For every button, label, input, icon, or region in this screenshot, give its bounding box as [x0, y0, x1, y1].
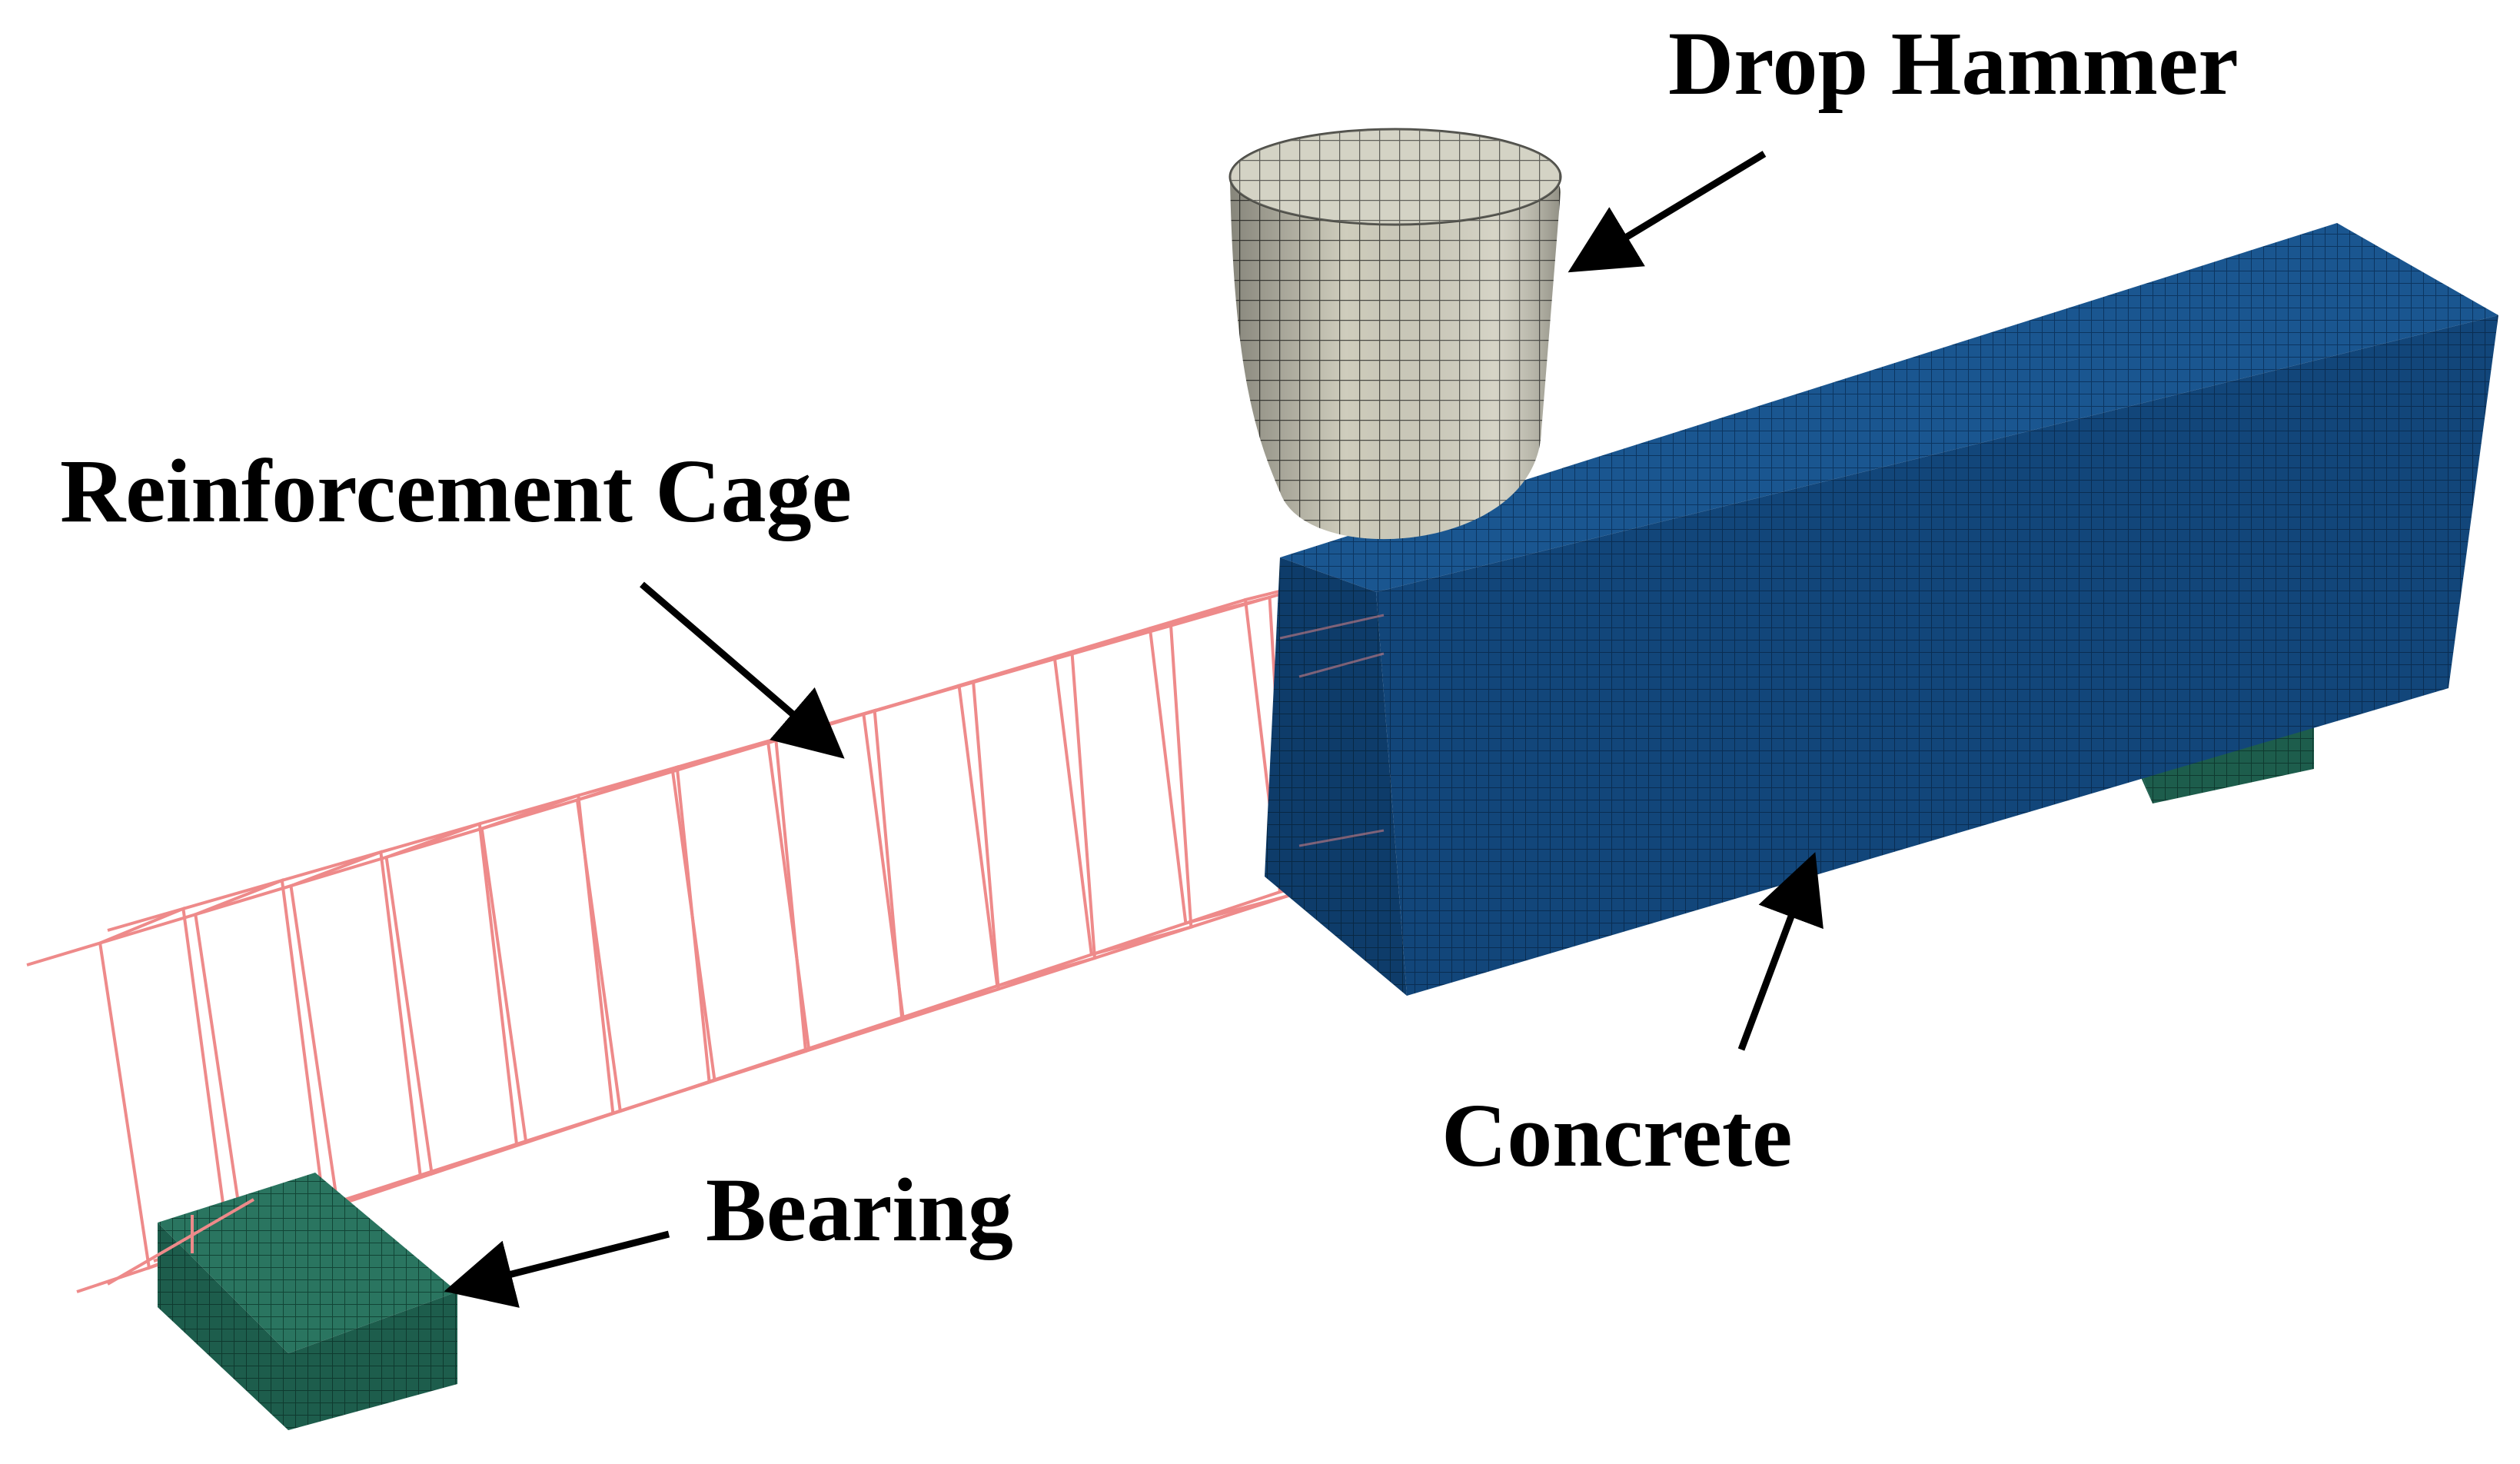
cage-stirrup: [575, 765, 711, 1113]
label-concrete: Concrete: [1441, 1085, 1793, 1186]
arrow-concrete: [1737, 852, 1824, 1051]
arrow-reinforcement-cage: [640, 581, 845, 759]
label-reinforcement-cage: Reinforcement Cage: [60, 441, 852, 541]
cage-stirrup: [862, 680, 1000, 1020]
callout-arrows: [444, 151, 1824, 1308]
cage-stirrup: [289, 850, 422, 1208]
arrow-bearing: [444, 1230, 670, 1308]
label-bearing: Bearing: [706, 1160, 1013, 1260]
cage-stirrup: [480, 793, 615, 1145]
cage-bar-top-front: [26, 598, 1246, 967]
cage-stirrup: [670, 737, 808, 1083]
arrow-drop-hammer: [1568, 151, 1767, 273]
cage-stirrup: [1052, 624, 1193, 957]
cage-stirrup: [1148, 595, 1289, 926]
cage-stirrup: [957, 651, 1097, 988]
cage-stirrup: [384, 821, 519, 1176]
label-drop-hammer: Drop Hammer: [1668, 13, 2239, 114]
bearing-left: [106, 1173, 457, 1430]
concrete-block: [1265, 223, 2498, 996]
drop-hammer: [1228, 128, 1562, 540]
